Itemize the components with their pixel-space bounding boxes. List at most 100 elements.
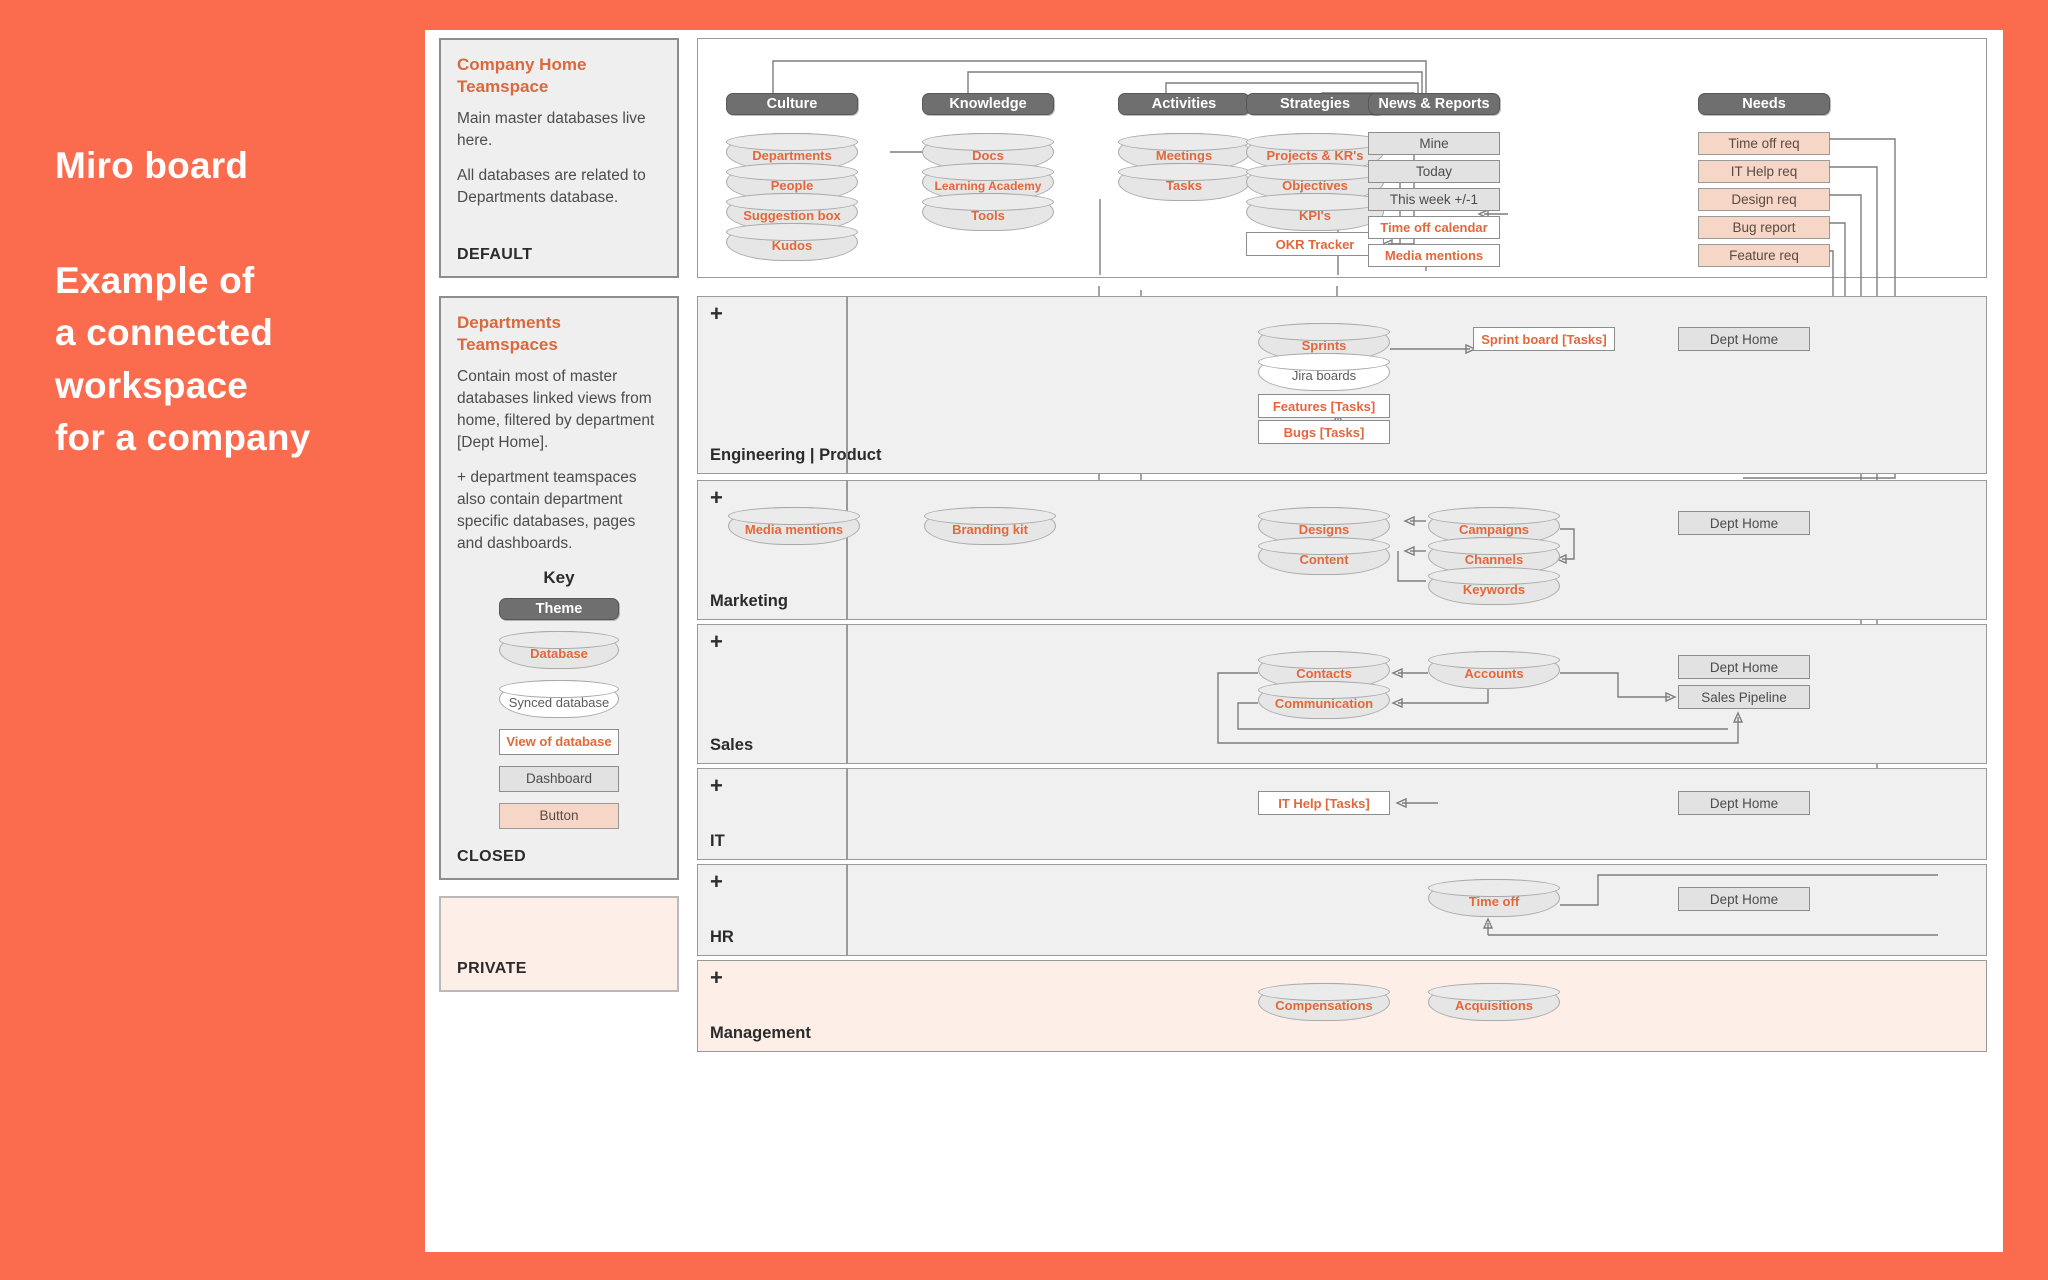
db-kudos[interactable]: Kudos: [726, 223, 858, 261]
node-label: OKR Tracker: [1275, 236, 1355, 252]
lane-add-button[interactable]: +: [710, 965, 723, 990]
db-channels[interactable]: Channels: [1428, 537, 1560, 575]
dashboard-dept-home-hr[interactable]: Dept Home: [1678, 887, 1810, 911]
view-okr-tracker[interactable]: OKR Tracker: [1246, 232, 1384, 256]
node-label: Sprints: [1301, 338, 1347, 353]
node-label: Features [Tasks]: [1272, 398, 1376, 414]
dashboard-sales-pipeline[interactable]: Sales Pipeline: [1678, 685, 1810, 709]
lane-add-button[interactable]: +: [710, 485, 723, 510]
key-legend-row-synced: Synced database: [457, 679, 661, 718]
card-status-closed: CLOSED: [457, 848, 527, 865]
lane-add-button[interactable]: +: [710, 301, 723, 326]
dashboard-dept-home-engineering[interactable]: Dept Home: [1678, 327, 1810, 351]
node-label: Time off calendar: [1380, 220, 1488, 235]
card-paragraph-1: Contain most of master databases linked …: [457, 367, 655, 451]
theme-label: Strategies: [1279, 96, 1351, 112]
db-keywords[interactable]: Keywords: [1428, 567, 1560, 605]
db-tasks[interactable]: Tasks: [1118, 163, 1250, 201]
button-feature-req[interactable]: Feature req: [1698, 244, 1830, 267]
lane-sales[interactable]: + Sales Contacts Communication Accounts …: [697, 624, 1987, 764]
default-teamspace-panel[interactable]: Culture Departments People Suggestion bo…: [697, 38, 1987, 278]
lane-add-button[interactable]: +: [710, 773, 723, 798]
node-label: Dept Home: [1709, 659, 1779, 675]
dashboard-dept-home-marketing[interactable]: Dept Home: [1678, 511, 1810, 535]
miro-board-canvas[interactable]: Company Home Teamspace Main master datab…: [425, 30, 2003, 1252]
theme-header-culture[interactable]: Culture: [726, 93, 858, 115]
db-acquisitions[interactable]: Acquisitions: [1428, 983, 1560, 1021]
lane-engineering-product[interactable]: + Engineering | Product Sprints Jira boa…: [697, 296, 1987, 474]
lane-add-button[interactable]: +: [710, 869, 723, 894]
theme-label: Culture: [766, 96, 818, 112]
view-features-tasks[interactable]: Features [Tasks]: [1258, 394, 1390, 418]
legend-button-label: Button: [539, 808, 579, 823]
db-compensations[interactable]: Compensations: [1258, 983, 1390, 1021]
view-media-mentions[interactable]: Media mentions: [1368, 244, 1500, 267]
dashboard-today[interactable]: Today: [1368, 160, 1500, 183]
view-sprint-board-tasks[interactable]: Sprint board [Tasks]: [1473, 327, 1615, 351]
node-label: Designs: [1298, 522, 1350, 537]
button-it-help-req[interactable]: IT Help req: [1698, 160, 1830, 183]
legend-button-swatch[interactable]: Button: [499, 802, 619, 829]
db-content[interactable]: Content: [1258, 537, 1390, 575]
card-title-line1: Company Home: [457, 55, 587, 74]
button-time-off-req[interactable]: Time off req: [1698, 132, 1830, 155]
node-label: Jira boards: [1291, 368, 1357, 383]
node-label: Kudos: [771, 238, 813, 253]
db-communication[interactable]: Communication: [1258, 681, 1390, 719]
legend-theme-label: Theme: [535, 600, 583, 617]
db-branding-kit[interactable]: Branding kit: [924, 507, 1056, 545]
db-tools[interactable]: Tools: [922, 193, 1054, 231]
legend-database-swatch[interactable]: Database: [499, 630, 619, 669]
db-jira-boards[interactable]: Jira boards: [1258, 353, 1390, 391]
theme-header-strategies[interactable]: Strategies: [1246, 93, 1384, 115]
legend-dashboard-swatch[interactable]: Dashboard: [499, 765, 619, 792]
theme-header-knowledge[interactable]: Knowledge: [922, 93, 1054, 115]
lane-title: Marketing: [710, 592, 788, 610]
view-bugs-tasks[interactable]: Bugs [Tasks]: [1258, 420, 1390, 444]
lane-add-button[interactable]: +: [710, 629, 723, 654]
db-media-mentions-marketing[interactable]: Media mentions: [728, 507, 860, 545]
sidebar-card-company-home[interactable]: Company Home Teamspace Main master datab…: [439, 38, 679, 278]
sidebar-card-departments[interactable]: Departments Teamspaces Contain most of m…: [439, 296, 679, 880]
node-label: Today: [1415, 164, 1453, 179]
db-time-off[interactable]: Time off: [1428, 879, 1560, 917]
node-label: Acquisitions: [1454, 998, 1533, 1013]
dashboard-dept-home-sales[interactable]: Dept Home: [1678, 655, 1810, 679]
key-legend-row-button: Button: [457, 802, 661, 829]
node-label: Time off req: [1728, 136, 1800, 151]
theme-header-needs[interactable]: Needs: [1698, 93, 1830, 115]
button-design-req[interactable]: Design req: [1698, 188, 1830, 211]
legend-dashboard-label: Dashboard: [525, 771, 593, 786]
lane-marketing[interactable]: + Marketing Media mentions Branding kit …: [697, 480, 1987, 620]
sidebar-card-private[interactable]: PRIVATE: [439, 896, 679, 992]
card-paragraph-2: All databases are related to Departments…: [457, 166, 646, 206]
key-legend-row-view: View of database: [457, 728, 661, 755]
view-it-help-tasks[interactable]: IT Help [Tasks]: [1258, 791, 1390, 815]
db-kpis[interactable]: KPI's: [1246, 193, 1384, 231]
lane-management[interactable]: + Management Compensations Acquisitions: [697, 960, 1987, 1052]
dashboard-mine[interactable]: Mine: [1368, 132, 1500, 155]
legend-theme-swatch[interactable]: Theme: [499, 597, 619, 620]
theme-label: Knowledge: [949, 96, 1027, 112]
lane-it[interactable]: + IT IT Help [Tasks] Dept Home: [697, 768, 1987, 860]
card-paragraph-2: + department teamspaces also contain dep…: [457, 468, 637, 552]
view-time-off-calendar[interactable]: Time off calendar: [1368, 216, 1500, 239]
theme-header-activities[interactable]: Activities: [1118, 93, 1250, 115]
node-label: Campaigns: [1458, 522, 1530, 537]
theme-label: Activities: [1151, 96, 1217, 112]
db-accounts[interactable]: Accounts: [1428, 651, 1560, 689]
legend-view-swatch[interactable]: View of database: [499, 728, 619, 755]
card-paragraph-1: Main master databases live here.: [457, 109, 646, 149]
lane-connectors: [1482, 874, 1938, 936]
legend-synced-database-swatch[interactable]: Synced database: [499, 679, 619, 718]
lane-hr[interactable]: + HR Time off Dept Home: [697, 864, 1987, 956]
theme-header-news-and-reports[interactable]: News & Reports: [1368, 93, 1500, 115]
node-label: IT Help [Tasks]: [1278, 795, 1370, 811]
node-label: Learning Academy: [934, 179, 1042, 193]
dashboard-this-week[interactable]: This week +/-1: [1368, 188, 1500, 211]
node-label: Dept Home: [1709, 331, 1779, 347]
node-label: This week +/-1: [1389, 192, 1479, 207]
title-line-3: a connected: [55, 312, 274, 354]
dashboard-dept-home-it[interactable]: Dept Home: [1678, 791, 1810, 815]
button-bug-report[interactable]: Bug report: [1698, 216, 1830, 239]
